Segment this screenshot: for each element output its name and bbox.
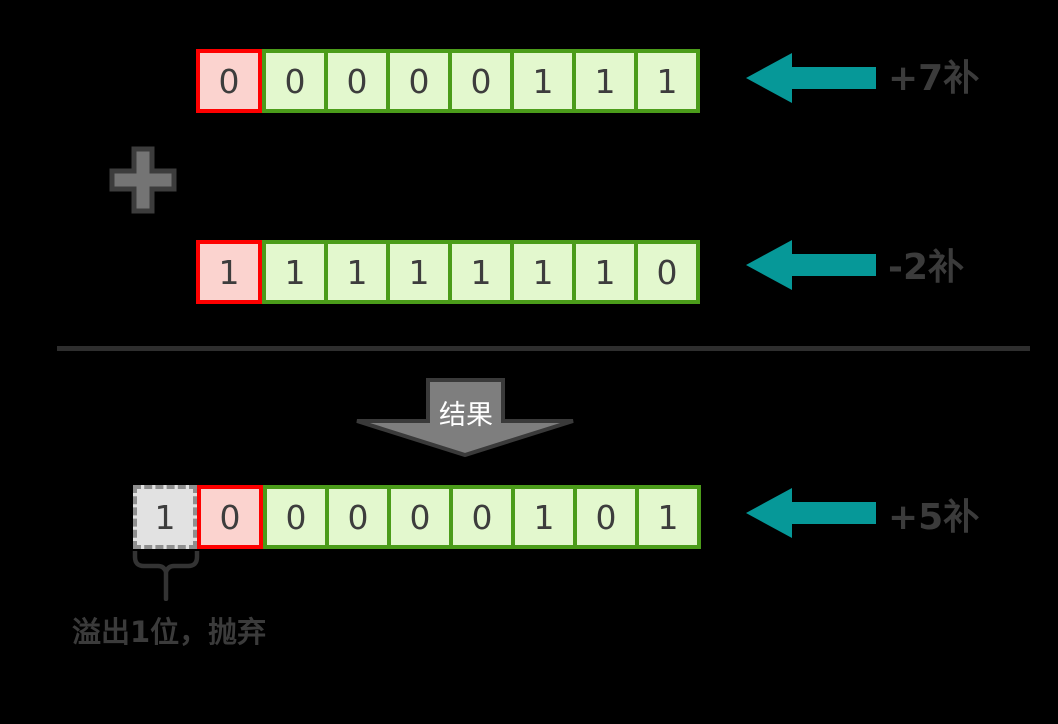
- bit-cell: 0: [448, 49, 514, 113]
- overflow-note: 溢出1位，抛弃: [72, 615, 267, 649]
- row-label-plus5: +5补: [888, 497, 980, 538]
- bit-cell: 0: [449, 485, 515, 549]
- bit-cell: 0: [386, 49, 452, 113]
- left-arrow-icon: [746, 488, 876, 538]
- bit-cell: 1: [324, 240, 390, 304]
- bit-cell: 0: [262, 49, 328, 113]
- section-divider: [57, 346, 1030, 351]
- result-down-arrow-icon: [356, 378, 574, 458]
- bit-cell: 0: [573, 485, 639, 549]
- bit-cell: 1: [262, 240, 328, 304]
- result-arrow-label: 结果: [439, 400, 493, 431]
- bit-cell: 1: [635, 485, 701, 549]
- bit-cell: 1: [510, 240, 576, 304]
- bit-cell: 0: [324, 49, 390, 113]
- binary-row-plus7: 0 0 0 0 0 1 1 1: [196, 49, 700, 113]
- binary-row-minus2: 1 1 1 1 1 1 1 0: [196, 240, 700, 304]
- overflow-brace-icon: [132, 551, 200, 601]
- bit-cell: 1: [448, 240, 514, 304]
- bit-cell: 1: [510, 49, 576, 113]
- bit-cell: 0: [634, 240, 700, 304]
- sign-bit-cell: 1: [196, 240, 262, 304]
- row-label-minus2: -2补: [888, 247, 964, 288]
- bit-cell: 1: [572, 49, 638, 113]
- bit-cell: 0: [325, 485, 391, 549]
- bit-cell: 1: [511, 485, 577, 549]
- bit-cell: 1: [572, 240, 638, 304]
- bit-cell: 0: [387, 485, 453, 549]
- plus-operator-icon: [109, 146, 177, 214]
- left-arrow-icon: [746, 53, 876, 103]
- overflow-bit-cell: 1: [133, 485, 197, 549]
- sign-bit-cell: 0: [197, 485, 263, 549]
- binary-row-result-plus5: 1 0 0 0 0 0 1 0 1: [133, 485, 701, 549]
- bit-cell: 1: [386, 240, 452, 304]
- sign-bit-cell: 0: [196, 49, 262, 113]
- row-label-plus7: +7补: [888, 58, 980, 99]
- bit-cell: 1: [634, 49, 700, 113]
- bit-cell: 0: [263, 485, 329, 549]
- left-arrow-icon: [746, 240, 876, 290]
